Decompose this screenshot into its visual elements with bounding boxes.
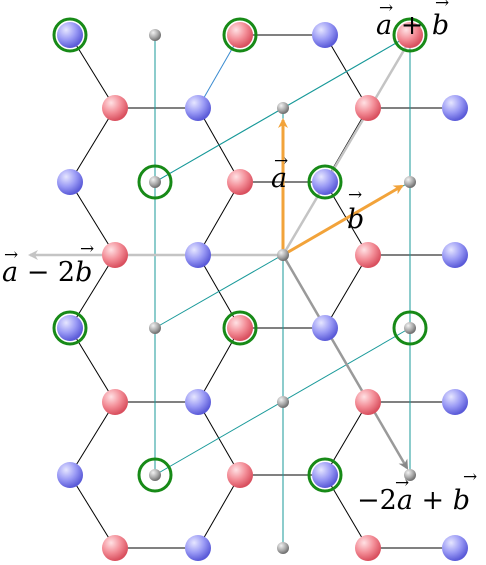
highlight-ring <box>392 17 428 53</box>
bond <box>69 107 116 183</box>
bond <box>197 181 241 256</box>
lattice-site <box>277 542 289 554</box>
bond <box>69 474 116 549</box>
svg-text:→: → <box>348 185 362 205</box>
red-atom <box>102 242 128 268</box>
red-atom <box>355 389 381 415</box>
highlight-ring <box>307 457 343 493</box>
blue-atom <box>57 22 83 48</box>
red-atom <box>397 22 423 48</box>
svg-text:→: → <box>274 151 288 171</box>
lattice-site <box>277 396 289 408</box>
blue-atom <box>185 95 211 121</box>
blue-atom <box>442 535 468 561</box>
bond <box>324 474 369 549</box>
highlight-ring <box>52 17 88 53</box>
label-a: a → <box>271 151 288 194</box>
svg-text:→: → <box>4 245 18 265</box>
red-atom <box>102 535 128 561</box>
bond <box>69 327 116 403</box>
highlight-ring <box>222 310 258 346</box>
vectors-layer <box>28 38 412 470</box>
svg-text:→: → <box>379 0 393 18</box>
highlight-ring <box>222 17 258 53</box>
svg-text:→: → <box>463 467 477 487</box>
blue-atom <box>312 169 338 195</box>
svg-text:a: a <box>271 163 287 194</box>
bond <box>197 327 241 403</box>
label-a-plus-b: a + b → → <box>376 0 449 41</box>
lattice-site <box>404 469 416 481</box>
bonds-layer <box>69 34 455 549</box>
highlight-ring <box>137 457 173 493</box>
bond <box>324 254 369 329</box>
lattice-site <box>149 29 161 41</box>
svg-text:→: → <box>395 473 409 493</box>
highlight-ring <box>307 164 343 200</box>
bond <box>197 474 241 549</box>
vector-a-plus-b <box>281 38 412 256</box>
lattice-site <box>149 469 161 481</box>
red-atom <box>227 22 253 48</box>
red-atom <box>355 95 381 121</box>
svg-text:→: → <box>435 0 449 13</box>
lattice-site <box>277 102 289 114</box>
blue-atom <box>442 95 468 121</box>
blue-atom <box>312 462 338 488</box>
blue-atom <box>185 389 211 415</box>
label-a-minus-2b: a − 2b → → <box>2 239 94 288</box>
lattice-site <box>149 176 161 188</box>
label-b: b → <box>347 185 364 235</box>
red-atom <box>227 315 253 341</box>
bond <box>324 401 369 476</box>
blue-atom <box>442 389 468 415</box>
blue-atom <box>312 22 338 48</box>
svg-text:a + b: a + b <box>376 10 449 41</box>
svg-text:→: → <box>80 239 94 259</box>
bond <box>69 34 116 109</box>
lattice-site <box>404 176 416 188</box>
bond <box>69 181 116 256</box>
label-minus-2a-plus-b: −2a + b → → <box>357 467 477 516</box>
blue-atom <box>57 462 83 488</box>
blue-atom <box>312 315 338 341</box>
lattice-site <box>404 322 416 334</box>
highlight-rings-layer <box>52 17 428 493</box>
red-atom <box>355 535 381 561</box>
red-atom <box>102 389 128 415</box>
blue-atom <box>442 242 468 268</box>
highlight-ring <box>52 310 88 346</box>
blue-atom <box>57 315 83 341</box>
atoms-layer <box>57 22 468 561</box>
vector-b <box>282 184 404 257</box>
red-atom <box>355 242 381 268</box>
red-atom <box>227 462 253 488</box>
blue-atom <box>185 535 211 561</box>
svg-text:b: b <box>347 204 364 235</box>
svg-text:−2a + b: −2a + b <box>357 485 470 516</box>
bond <box>69 254 116 329</box>
blue-atom <box>185 242 211 268</box>
lattice-site <box>277 249 289 261</box>
highlight-ring <box>137 164 173 200</box>
bond <box>69 401 116 476</box>
lattice-site <box>149 322 161 334</box>
red-atom <box>227 169 253 195</box>
blue-atom <box>57 169 83 195</box>
svg-text:a − 2b: a − 2b <box>2 257 92 288</box>
highlight-ring <box>392 310 428 346</box>
vector-minus-2a-plus-b <box>281 254 409 470</box>
bond <box>197 34 241 109</box>
red-atom <box>102 95 128 121</box>
